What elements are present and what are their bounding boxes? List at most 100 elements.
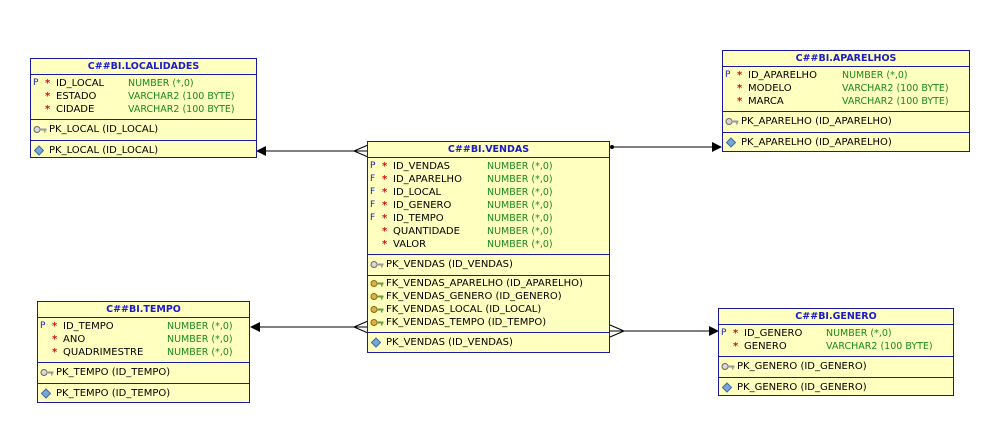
index-label: PK_APARELHO (ID_APARELHO) <box>741 137 892 148</box>
column-row[interactable]: * MODELO VARCHAR2 (100 BYTE) <box>723 82 969 95</box>
column-row[interactable]: P * ID_GENERO NUMBER (*,0) <box>719 327 953 340</box>
primary-key-row[interactable]: PK_GENERO (ID_GENERO) <box>719 359 953 374</box>
column-type: NUMBER (*,0) <box>487 187 553 198</box>
column-row[interactable]: F * ID_LOCAL NUMBER (*,0) <box>368 186 609 199</box>
foreign-key-row[interactable]: FK_VENDAS_APARELHO (ID_APARELHO) <box>368 277 609 290</box>
entity-aparelhos[interactable]: C##BI.APARELHOS P * ID_APARELHO NUMBER (… <box>722 50 970 152</box>
foreign-key-row[interactable]: FK_VENDAS_TEMPO (ID_TEMPO) <box>368 316 609 329</box>
entity-localidades[interactable]: C##BI.LOCALIDADES P * ID_LOCAL NUMBER (*… <box>30 58 257 158</box>
indexes-section: PK_LOCAL (ID_LOCAL) <box>31 141 256 161</box>
column-row[interactable]: * QUANTIDADE NUMBER (*,0) <box>368 225 609 238</box>
column-name: QUANTIDADE <box>393 226 460 237</box>
column-row[interactable]: F * ID_TEMPO NUMBER (*,0) <box>368 212 609 225</box>
foreign-key-icon <box>370 280 384 287</box>
column-type: NUMBER (*,0) <box>487 213 553 224</box>
entity-title: C##BI.TEMPO <box>38 302 249 318</box>
entity-tempo[interactable]: C##BI.TEMPO P * ID_TEMPO NUMBER (*,0) * … <box>37 301 250 403</box>
column-type: NUMBER (*,0) <box>487 226 553 237</box>
index-row[interactable]: PK_GENERO (ID_GENERO) <box>719 380 953 395</box>
keys-section: PK_LOCAL (ID_LOCAL) <box>31 120 256 141</box>
key-icon <box>40 369 54 376</box>
primary-key-row[interactable]: PK_TEMPO (ID_TEMPO) <box>38 365 249 380</box>
column-row[interactable]: * GENERO VARCHAR2 (100 BYTE) <box>719 340 953 353</box>
column-row[interactable]: P * ID_LOCAL NUMBER (*,0) <box>31 77 256 90</box>
column-type: NUMBER (*,0) <box>487 174 553 185</box>
relationship-vendas-genero[interactable] <box>609 324 719 338</box>
entity-vendas[interactable]: C##BI.VENDAS P * ID_VENDAS NUMBER (*,0) … <box>367 141 610 353</box>
indexes-section: PK_VENDAS (ID_VENDAS) <box>368 333 609 353</box>
foreign-key-label: FK_VENDAS_LOCAL (ID_LOCAL) <box>386 304 542 315</box>
columns-section: P * ID_LOCAL NUMBER (*,0) * ESTADO VARCH… <box>31 75 256 120</box>
column-row[interactable]: * MARCA VARCHAR2 (100 BYTE) <box>723 95 969 108</box>
column-row[interactable]: * CIDADE VARCHAR2 (100 BYTE) <box>31 103 256 116</box>
key-flag: F <box>370 187 376 197</box>
foreign-key-icon <box>370 319 384 326</box>
keys-section: PK_GENERO (ID_GENERO) <box>719 357 953 378</box>
column-row[interactable]: P * ID_TEMPO NUMBER (*,0) <box>38 320 249 333</box>
mandatory-marker: * <box>733 341 739 352</box>
index-row[interactable]: PK_LOCAL (ID_LOCAL) <box>31 143 256 158</box>
mandatory-marker: * <box>45 78 51 89</box>
column-name: ID_APARELHO <box>748 70 817 81</box>
column-name: ID_LOCAL <box>56 78 105 89</box>
column-type: VARCHAR2 (100 BYTE) <box>128 104 235 115</box>
key-icon <box>721 363 735 370</box>
relationship-vendas-tempo[interactable] <box>250 320 369 334</box>
column-row[interactable]: P * ID_VENDAS NUMBER (*,0) <box>368 160 609 173</box>
column-row[interactable]: F * ID_APARELHO NUMBER (*,0) <box>368 173 609 186</box>
key-flag: F <box>370 213 376 223</box>
index-row[interactable]: PK_VENDAS (ID_VENDAS) <box>368 335 609 350</box>
entity-genero[interactable]: C##BI.GENERO P * ID_GENERO NUMBER (*,0) … <box>718 308 954 396</box>
column-name: ID_GENERO <box>744 328 803 339</box>
column-type: VARCHAR2 (100 BYTE) <box>826 341 933 352</box>
primary-key-row[interactable]: PK_VENDAS (ID_VENDAS) <box>368 257 609 272</box>
column-name: ANO <box>63 334 86 345</box>
foreign-key-label: FK_VENDAS_TEMPO (ID_TEMPO) <box>386 317 547 328</box>
columns-section: P * ID_VENDAS NUMBER (*,0) F * ID_APAREL… <box>368 158 609 255</box>
index-diamond-icon <box>33 145 45 156</box>
column-type: NUMBER (*,0) <box>842 70 908 81</box>
column-name: ID_TEMPO <box>393 213 444 224</box>
column-row[interactable]: F * ID_GENERO NUMBER (*,0) <box>368 199 609 212</box>
column-name: QUADRIMESTRE <box>63 347 144 358</box>
primary-key-row[interactable]: PK_APARELHO (ID_APARELHO) <box>723 114 969 129</box>
column-row[interactable]: * ANO NUMBER (*,0) <box>38 333 249 346</box>
mandatory-marker: * <box>45 91 51 102</box>
primary-key-row[interactable]: PK_LOCAL (ID_LOCAL) <box>31 122 256 137</box>
index-label: PK_VENDAS (ID_VENDAS) <box>386 337 513 348</box>
index-label: PK_GENERO (ID_GENERO) <box>737 382 867 393</box>
mandatory-marker: * <box>737 83 743 94</box>
key-flag: P <box>721 328 727 338</box>
key-icon <box>725 118 739 125</box>
column-type: NUMBER (*,0) <box>487 200 553 211</box>
relationship-vendas-localidades[interactable] <box>256 144 369 158</box>
index-diamond-icon <box>725 137 737 148</box>
index-diamond-icon <box>721 382 733 393</box>
indexes-section: PK_APARELHO (ID_APARELHO) <box>723 133 969 153</box>
index-label: PK_LOCAL (ID_LOCAL) <box>49 145 159 156</box>
mandatory-marker: * <box>52 321 58 332</box>
column-name: ID_LOCAL <box>393 187 442 198</box>
relationship-vendas-aparelhos[interactable] <box>610 142 722 152</box>
foreign-key-row[interactable]: FK_VENDAS_GENERO (ID_GENERO) <box>368 290 609 303</box>
foreign-key-row[interactable]: FK_VENDAS_LOCAL (ID_LOCAL) <box>368 303 609 316</box>
column-row[interactable]: * ESTADO VARCHAR2 (100 BYTE) <box>31 90 256 103</box>
index-diamond-icon <box>370 337 382 348</box>
column-row[interactable]: * QUADRIMESTRE NUMBER (*,0) <box>38 346 249 359</box>
entity-title: C##BI.VENDAS <box>368 142 609 158</box>
columns-section: P * ID_GENERO NUMBER (*,0) * GENERO VARC… <box>719 325 953 357</box>
column-type: NUMBER (*,0) <box>167 347 233 358</box>
column-name: MODELO <box>748 83 792 94</box>
key-label: PK_VENDAS (ID_VENDAS) <box>386 259 513 270</box>
column-row[interactable]: P * ID_APARELHO NUMBER (*,0) <box>723 69 969 82</box>
key-icon <box>370 261 384 268</box>
mandatory-marker: * <box>382 239 388 250</box>
index-label: PK_TEMPO (ID_TEMPO) <box>56 388 171 399</box>
column-name: MARCA <box>748 96 784 107</box>
indexes-section: PK_GENERO (ID_GENERO) <box>719 378 953 398</box>
index-row[interactable]: PK_APARELHO (ID_APARELHO) <box>723 135 969 150</box>
mandatory-marker: * <box>737 70 743 81</box>
column-row[interactable]: * VALOR NUMBER (*,0) <box>368 238 609 251</box>
index-row[interactable]: PK_TEMPO (ID_TEMPO) <box>38 386 249 401</box>
